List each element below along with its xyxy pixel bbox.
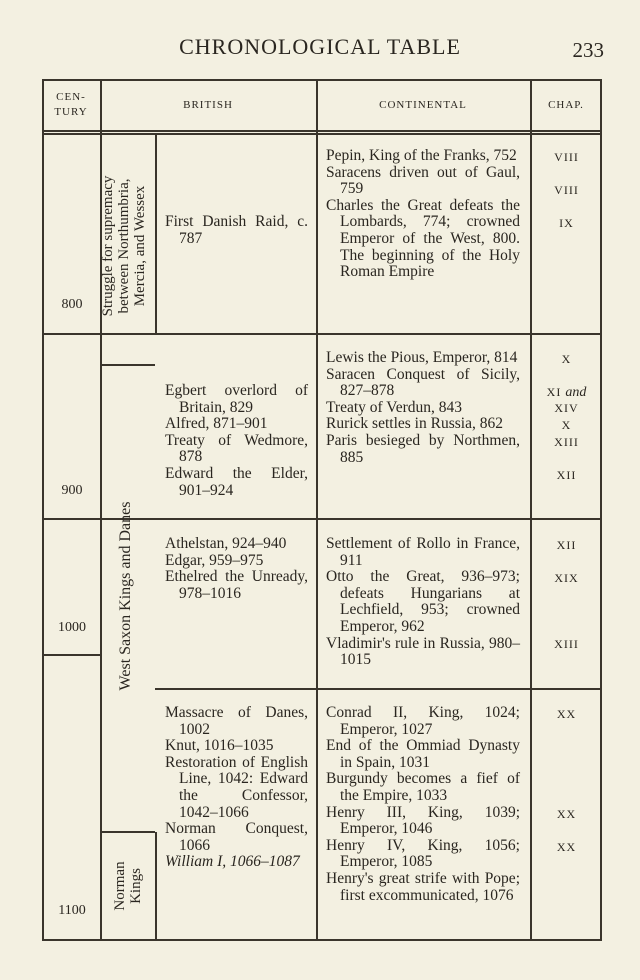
period-west-saxon-label: West Saxon Kings and Danes: [117, 501, 134, 691]
rule-section: [42, 518, 602, 520]
british-cell: First Danish Raid, c. 787: [165, 213, 308, 247]
continental-entry: Rurick settles in Russia, 862: [326, 415, 503, 433]
column-header-century-line: TURY: [54, 106, 88, 118]
period-struggle-line: Mercia, and Wessex: [132, 185, 148, 307]
rule-section: [155, 688, 602, 690]
rule-section: [42, 333, 602, 335]
period-west-saxon: West Saxon Kings and Danes: [117, 468, 136, 724]
continental-entry: Lewis the Pious, Emperor, 814: [326, 349, 518, 366]
column-header-century: CEN- TURY: [42, 90, 100, 120]
british-entry: Massacre of Danes, 1002: [165, 704, 308, 738]
rule-header: [42, 130, 602, 132]
rule-century: [42, 654, 100, 656]
british-entry: Egbert overlord of Britain, 829: [165, 382, 308, 416]
column-header-chap: CHAP.: [548, 99, 584, 111]
british-entry: Edgar, 959–975: [165, 551, 264, 569]
rule-period: [100, 831, 155, 833]
chapter-ref: VIII: [554, 150, 579, 164]
british-cell: Egbert overlord of Britain, 829 Alfred, …: [165, 382, 308, 499]
chapter-ref: XX: [556, 707, 577, 721]
chapter-ref: XIV: [554, 401, 579, 415]
chapter-ref: XIII: [554, 435, 579, 449]
continental-entry: Saracens driven out of Gaul, 759: [326, 163, 520, 198]
century-800: 800: [61, 297, 83, 312]
continental-cell: Conrad II, King, 1024; Emperor, 1027 End…: [326, 704, 520, 904]
british-entry: Norman Conquest, 1066: [165, 820, 308, 854]
continental-entry: Henry III, King, 1039; Emperor, 1046: [326, 803, 520, 838]
column-header-continental: CONTINENTAL: [379, 99, 467, 111]
period-struggle: Struggle for supremacy between Northumbr…: [100, 146, 154, 346]
chapter-ref: VIII: [554, 183, 579, 197]
rule-period: [155, 832, 157, 940]
continental-entry: End of the Ommiad Dynasty in Spain, 1031: [326, 737, 520, 771]
continental-entry: Burgundy becomes a fief of the Empire, 1…: [326, 770, 520, 804]
continental-entry: Otto the Great, 936–973; defeats Hungari…: [326, 568, 520, 635]
british-entry: Restoration of English Line, 1042: Edwar…: [165, 753, 308, 821]
continental-cell: Pepin, King of the Franks, 752 Saracens …: [326, 147, 520, 281]
rule-british: [316, 80, 318, 940]
british-entry: William I, 1066–1087: [165, 853, 300, 871]
continental-entry: Pepin, King of the Franks, 752: [326, 147, 517, 164]
rule-century: [100, 80, 102, 940]
british-entry: Athelstan, 924–940: [165, 535, 287, 552]
period-norman-line: Norman: [112, 861, 128, 911]
chapter-ref: X: [561, 352, 572, 366]
chapter-ref: XII: [556, 538, 577, 552]
chapter-ref: XII: [556, 468, 577, 482]
british-entry: Knut, 1016–1035: [165, 737, 274, 755]
rule-continental: [530, 80, 532, 940]
continental-entry: Henry IV, King, 1056; Emperor, 1085: [326, 836, 520, 871]
chapter-ref: XIX: [554, 571, 579, 585]
continental-entry: Henry's great strife with Pope; first ex…: [326, 869, 520, 904]
british-cell: Athelstan, 924–940 Edgar, 959–975 Ethelr…: [165, 535, 308, 602]
chapter-ref: XI and: [531, 384, 602, 402]
continental-entry: Vladimir's rule in Russia, 980–1015: [326, 634, 520, 669]
page-number: 233: [572, 38, 605, 62]
chronological-table: [42, 79, 602, 941]
chapter-ref-and: and: [565, 385, 587, 400]
continental-entry: Charles the Great defeats the Lombards, …: [326, 196, 520, 281]
continental-entry: Settlement of Rollo in France, 911: [326, 535, 520, 569]
century-900: 900: [61, 483, 83, 498]
continental-cell: Lewis the Pious, Emperor, 814 Saracen Co…: [326, 349, 520, 466]
british-cell: Massacre of Danes, 1002 Knut, 1016–1035 …: [165, 704, 308, 871]
continental-entry: Conrad II, King, 1024; Emperor, 1027: [326, 704, 520, 738]
period-norman-line: Kings: [128, 868, 144, 904]
british-entry: First Danish Raid, c. 787: [165, 213, 308, 247]
british-entry: Treaty of Wedmore, 878: [165, 431, 308, 466]
rule-period: [100, 364, 155, 366]
chapter-ref: X: [561, 418, 572, 432]
rule-header: [42, 133, 602, 135]
chapter-ref: XX: [556, 840, 577, 854]
century-1000: 1000: [58, 620, 86, 635]
chapter-ref: XX: [556, 807, 577, 821]
continental-entry: Treaty of Verdun, 843: [326, 398, 463, 416]
rule-period: [155, 134, 157, 334]
period-struggle-line: between Northumbria,: [116, 178, 132, 314]
column-header-british: BRITISH: [183, 99, 233, 111]
continental-entry: Paris besieged by Northmen, 885: [326, 431, 520, 466]
century-1100: 1100: [58, 903, 86, 918]
page-title: CHRONOLOGICAL TABLE: [179, 34, 461, 59]
period-struggle-line: Struggle for supremacy: [100, 175, 116, 317]
british-entry: Alfred, 871–901: [165, 415, 268, 433]
continental-entry: Saracen Conquest of Sicily, 827–878: [326, 365, 520, 400]
continental-cell: Settlement of Rollo in France, 911 Otto …: [326, 535, 520, 669]
column-header-century-line: CEN-: [56, 91, 86, 103]
chapter-ref-part: XI: [546, 385, 562, 399]
chapter-ref: XIII: [554, 637, 579, 651]
period-norman: Norman Kings: [112, 836, 146, 936]
british-entry: Ethelred the Unready, 978–1016: [165, 568, 308, 602]
chapter-ref: IX: [559, 216, 574, 230]
british-entry: Edward the Elder, 901–924: [165, 464, 308, 499]
